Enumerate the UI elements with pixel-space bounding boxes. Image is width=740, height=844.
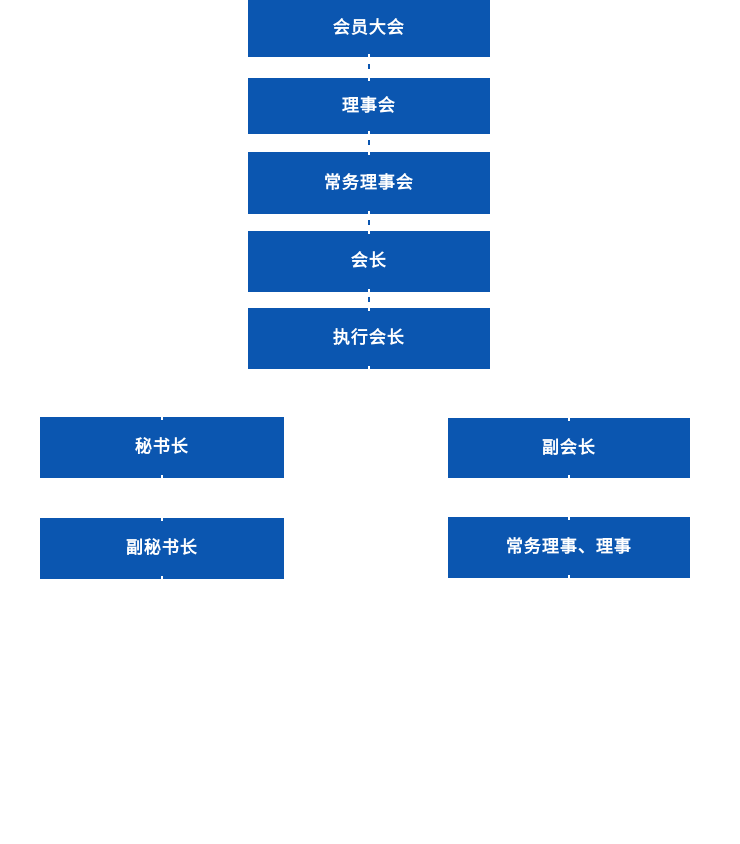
org-node-president: 会长 [248,231,490,292]
org-node-label: 秘书长 [135,437,189,457]
org-node-label: 执行会长 [333,328,405,348]
org-node-vice-president: 副会长 [448,418,690,478]
connector-dash [368,64,370,69]
org-node-members-congress: 会员大会 [248,0,490,57]
connector-notch [368,78,370,81]
connector-notch [368,366,370,369]
connector-notch [161,417,163,420]
connector-notch [368,231,370,234]
connector-dash [368,297,370,302]
org-node-label: 会员大会 [333,18,405,38]
org-node-label: 理事会 [342,95,396,116]
connector-notch [368,131,370,134]
connector-notch [368,152,370,155]
connector-notch [568,517,570,520]
connector-dash [368,140,370,145]
connector-notch [161,576,163,579]
connector-notch [368,54,370,57]
org-node-council: 理事会 [248,78,490,134]
connector-notch [161,518,163,521]
org-node-label: 常务理事会 [324,172,414,193]
org-node-deputy-secretary-general: 副秘书长 [40,518,284,579]
connector-dash [368,220,370,225]
org-node-standing-council: 常务理事会 [248,152,490,214]
org-node-label: 常务理事、理事 [506,537,632,557]
org-node-standing-directors: 常务理事、理事 [448,517,690,578]
org-node-label: 会长 [351,251,387,271]
connector-notch [568,575,570,578]
connector-notch [368,289,370,292]
connector-notch [568,475,570,478]
connector-notch [161,475,163,478]
org-node-label: 副秘书长 [126,538,198,558]
org-node-executive-president: 执行会长 [248,308,490,369]
connector-notch [368,211,370,214]
org-node-label: 副会长 [542,437,596,458]
org-node-secretary-general: 秘书长 [40,417,284,478]
connector-notch [368,308,370,311]
connector-notch [568,418,570,421]
